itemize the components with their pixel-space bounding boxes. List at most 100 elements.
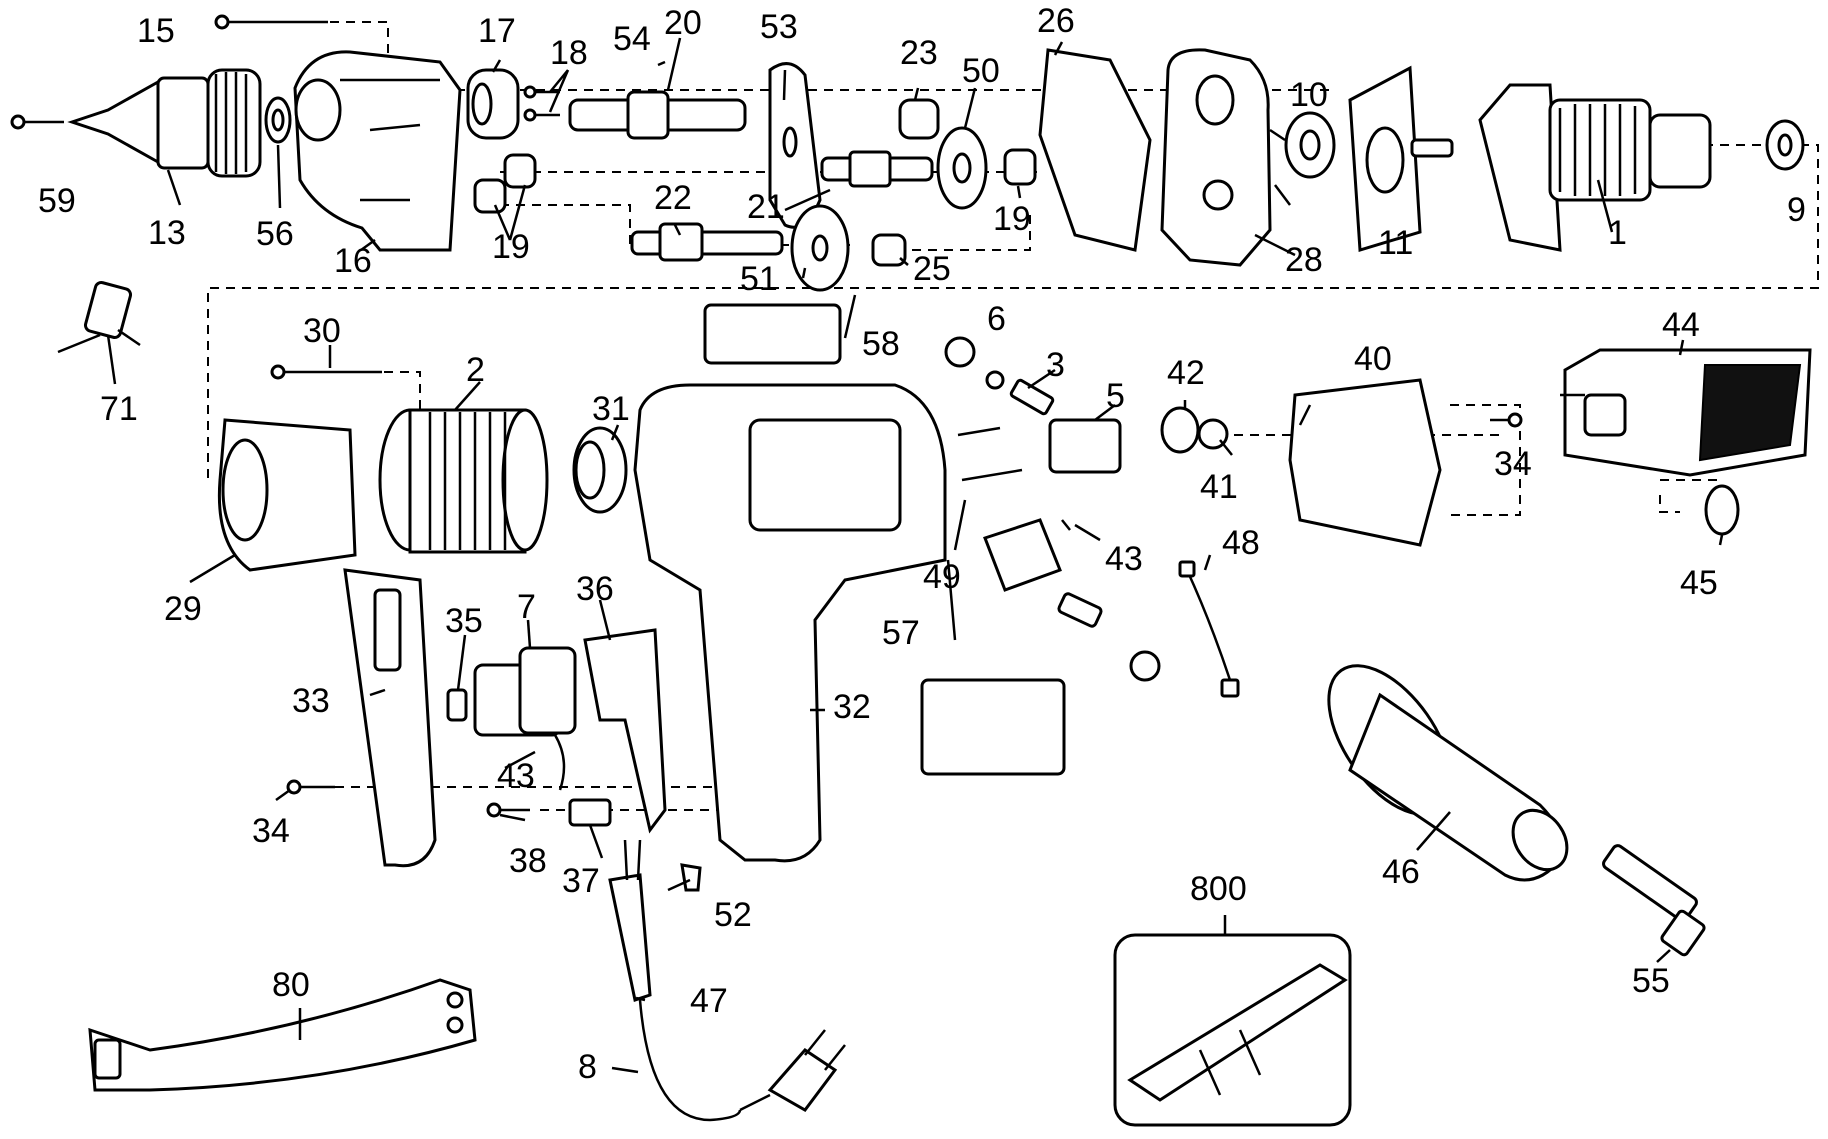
spindle-20	[568, 60, 747, 140]
label-35: 35	[445, 602, 483, 640]
label-30: 30	[303, 312, 341, 350]
fan-baffle-29	[217, 418, 357, 572]
lock-35	[446, 688, 468, 722]
label-80: 80	[272, 966, 310, 1004]
housing-32	[633, 383, 947, 863]
gasket-26	[1038, 48, 1152, 252]
label-52: 52	[714, 896, 752, 934]
gear-50	[936, 126, 988, 210]
screw-34-left	[286, 779, 335, 795]
bearing-9	[1765, 119, 1805, 171]
strap-80	[88, 978, 477, 1092]
label-1: 1	[1608, 214, 1627, 252]
label-51: 51	[740, 260, 778, 298]
chuck-screw-59	[10, 114, 64, 130]
end-cap-40	[1288, 378, 1442, 547]
label-45: 45	[1680, 564, 1718, 602]
handle-cover-33	[343, 568, 437, 868]
label-9: 9	[1787, 191, 1806, 229]
label-5: 5	[1106, 377, 1125, 415]
label-15: 15	[137, 12, 175, 50]
label-71: 71	[100, 390, 138, 428]
spring-43-left	[553, 734, 566, 791]
gear-case-16	[293, 50, 462, 252]
label-3: 3	[1046, 346, 1065, 384]
label-41: 41	[1200, 468, 1238, 506]
part-labels: 1 2 3 5 6 7 8 9 10 11 13 15 16 17 18 19 …	[38, 2, 1806, 1086]
label-23: 23	[900, 34, 938, 72]
label-43-a: 43	[1105, 540, 1143, 578]
label-42: 42	[1167, 354, 1205, 392]
label-16: 16	[334, 242, 372, 280]
chuck-key-71	[57, 281, 141, 354]
bearing-19-upper	[1003, 148, 1037, 186]
label-49: 49	[923, 558, 961, 596]
label-56: 56	[256, 215, 294, 253]
washer-56	[264, 96, 292, 144]
label-33: 33	[292, 682, 330, 720]
label-50: 50	[962, 52, 1000, 90]
label-11: 11	[1378, 224, 1413, 262]
brush-holder-parts	[944, 336, 1122, 482]
label-18: 18	[550, 34, 588, 72]
clamp-37	[568, 798, 612, 827]
screw-15	[214, 14, 328, 30]
bearings-19-lower	[473, 153, 537, 214]
handle-44	[1563, 348, 1812, 477]
pinion-21	[820, 150, 934, 188]
bearing-17	[466, 68, 520, 140]
screw-34-right	[1490, 412, 1523, 428]
plug-8	[739, 1029, 846, 1112]
screw-30	[270, 364, 382, 380]
label-59: 59	[38, 182, 76, 220]
knob-45	[1704, 484, 1740, 536]
label-38: 38	[509, 842, 547, 880]
label-54: 54	[613, 20, 651, 58]
label-10: 10	[1290, 76, 1328, 114]
label-19-b: 19	[492, 228, 530, 266]
label-21: 21	[747, 188, 785, 226]
label-37: 37	[562, 862, 600, 900]
label-6: 6	[987, 300, 1006, 338]
label-26: 26	[1037, 2, 1075, 40]
label-44: 44	[1662, 306, 1700, 344]
label-58	[703, 303, 842, 365]
bearing-10	[1284, 111, 1336, 179]
label-36: 36	[576, 570, 614, 608]
field-2	[378, 408, 549, 554]
screws-18	[523, 85, 560, 122]
label-40: 40	[1354, 340, 1392, 378]
bearing-25	[871, 233, 907, 267]
label-2: 2	[466, 351, 485, 389]
label-20: 20	[664, 4, 702, 42]
label-58: 58	[862, 325, 900, 363]
screw-38	[486, 802, 530, 818]
baffle-11	[1348, 65, 1422, 252]
gear-53	[768, 62, 822, 229]
brush-parts-lower	[983, 518, 1161, 682]
terminal-48	[1178, 560, 1240, 698]
bearing-23	[898, 98, 940, 140]
callout-leaders	[106, 37, 1724, 1074]
tool-kit-box-800	[1113, 933, 1352, 1127]
side-handle-46	[1327, 664, 1569, 882]
armature-1	[1410, 83, 1712, 252]
label-29: 29	[164, 590, 202, 628]
label-800: 800	[1190, 870, 1247, 908]
cord-47	[608, 839, 742, 1122]
chuck-13	[67, 68, 262, 178]
cord-clamp-36	[583, 628, 667, 834]
gear-51	[790, 204, 850, 292]
switch-7	[473, 646, 577, 737]
label-46: 46	[1382, 853, 1420, 891]
label-19-a: 19	[993, 200, 1031, 238]
cord-protector-52	[680, 863, 702, 892]
gear-housing-28	[1160, 48, 1272, 267]
label-57	[920, 678, 1066, 776]
label-57: 57	[882, 614, 920, 652]
label-17: 17	[478, 12, 516, 50]
shaft-22	[630, 222, 784, 262]
label-8: 8	[578, 1048, 597, 1086]
label-48: 48	[1222, 524, 1260, 562]
